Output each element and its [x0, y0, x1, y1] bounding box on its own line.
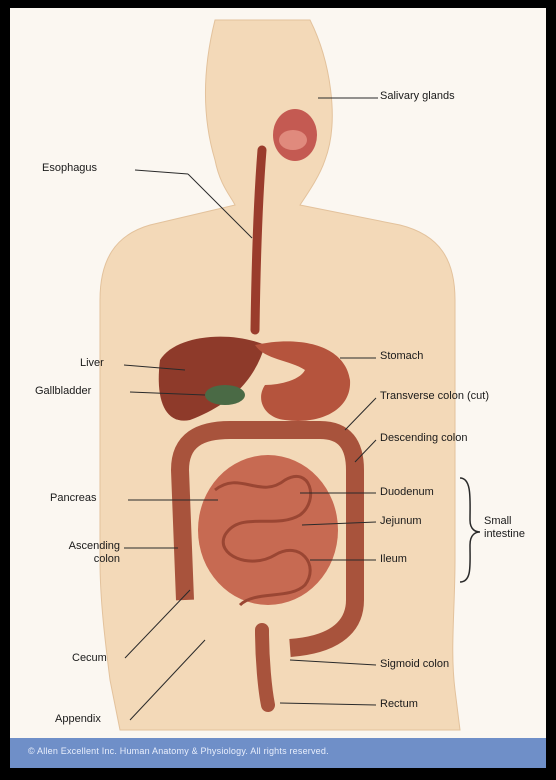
label-sigmoid-colon: Sigmoid colon — [380, 658, 449, 671]
label-ascending-colon: Ascending colon — [40, 540, 120, 566]
small-intestine-brace — [460, 478, 480, 582]
label-rectum: Rectum — [380, 698, 418, 711]
label-jejunum: Jejunum — [380, 515, 422, 528]
label-cecum: Cecum — [72, 652, 107, 665]
label-gallbladder: Gallbladder — [35, 385, 91, 398]
label-esophagus: Esophagus — [42, 162, 97, 175]
small-intestine-mass — [198, 455, 338, 605]
label-pancreas: Pancreas — [50, 492, 96, 505]
copyright-text: © Allen Excellent Inc. Human Anatomy & P… — [28, 746, 329, 756]
label-descending-colon: Descending colon — [380, 432, 467, 445]
copyright-bar: © Allen Excellent Inc. Human Anatomy & P… — [10, 738, 546, 768]
label-duodenum: Duodenum — [380, 486, 434, 499]
label-transverse-colon: Transverse colon (cut) — [380, 390, 489, 403]
gallbladder-organ — [205, 385, 245, 405]
label-ileum: Ileum — [380, 553, 407, 566]
label-appendix: Appendix — [55, 713, 101, 726]
label-liver: Liver — [80, 357, 104, 370]
label-small-intestine: Small intestine — [484, 515, 544, 541]
tongue — [279, 130, 307, 150]
label-salivary-glands: Salivary glands — [380, 90, 455, 103]
label-stomach: Stomach — [380, 350, 423, 363]
rectum-organ — [262, 630, 268, 705]
